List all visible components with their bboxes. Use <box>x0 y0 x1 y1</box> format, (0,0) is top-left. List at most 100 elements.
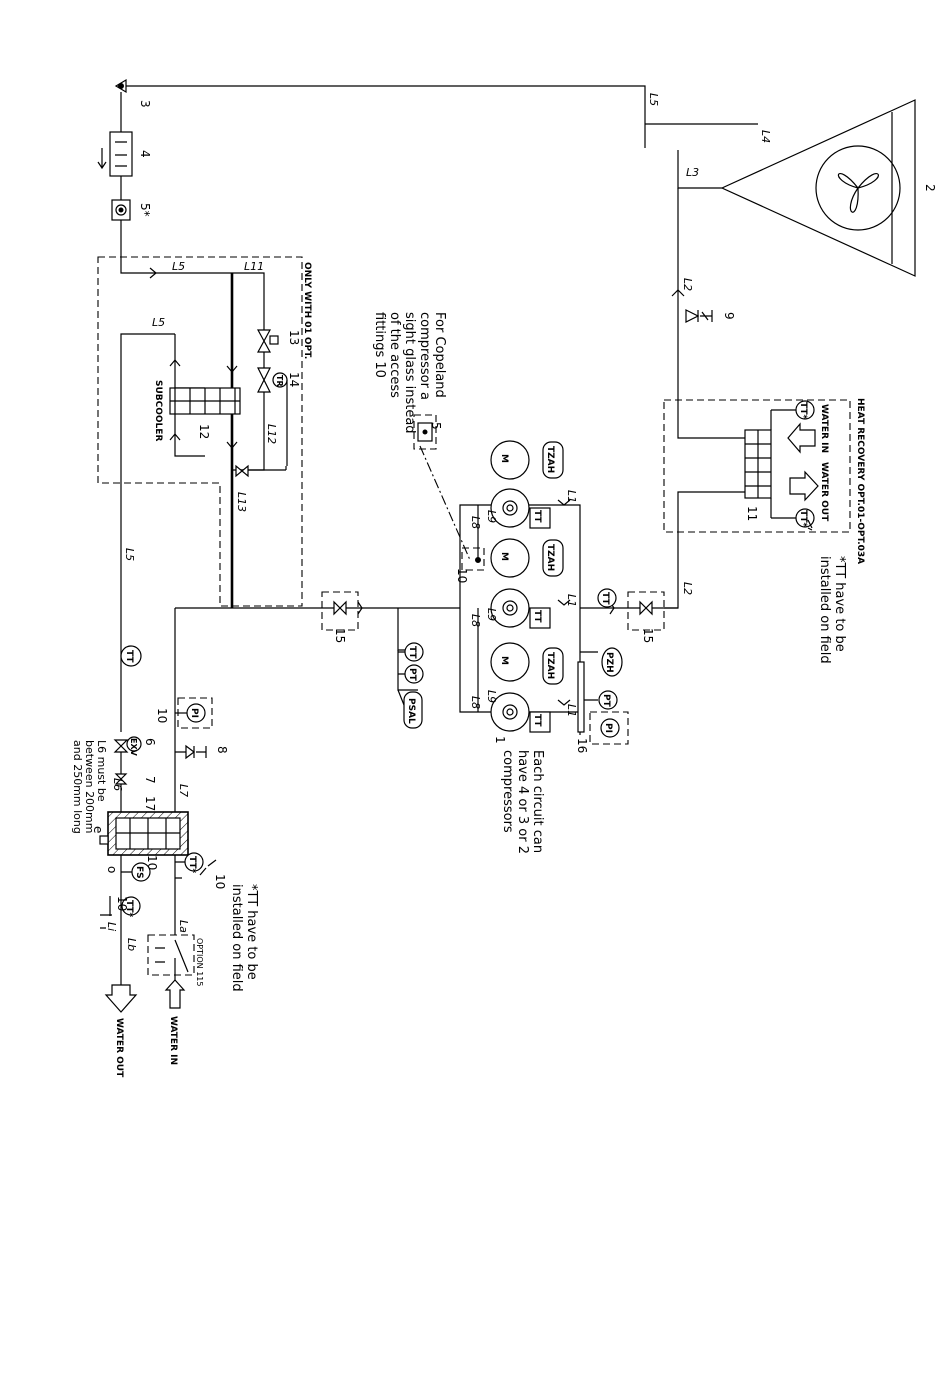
svg-text:compressor a: compressor a <box>417 312 432 400</box>
label-o: o <box>105 866 119 873</box>
tag-m-2: M <box>499 552 509 561</box>
line-l5-left: L5 <box>123 548 136 561</box>
tag-tt-star-in: TT* <box>187 856 197 873</box>
line-l9-a: L9 <box>485 510 498 523</box>
line-l1-b: L1 <box>565 594 578 607</box>
arrow-icon <box>149 267 157 279</box>
pi-right-box <box>589 711 629 745</box>
tag-tt-star-hr-out: TT* <box>798 510 808 527</box>
compressor-3-bottom <box>490 642 564 733</box>
valve-7-icon <box>114 773 128 785</box>
tt-liquid <box>120 645 142 667</box>
tag-pt-suction: PT <box>407 668 417 682</box>
pipe-l2-discharge <box>580 491 745 609</box>
tag-tt-star-hr-in: TT* <box>798 402 808 419</box>
label-10-ttin: 10 <box>213 874 227 889</box>
line-l2-bottom: L2 <box>681 582 694 595</box>
line-l9-c: L9 <box>485 690 498 703</box>
line-l8-a: L8 <box>469 516 482 529</box>
svg-text:L6 must be: L6 must be <box>95 740 108 802</box>
condenser-coil <box>720 99 916 277</box>
line-l8-b: L8 <box>469 614 482 627</box>
label-15-right: 15 <box>641 628 655 643</box>
line-l1-c: L1 <box>565 704 578 717</box>
label-4: 4 <box>138 150 152 158</box>
solenoid-valve-13-icon <box>256 329 272 353</box>
pipe-l11 <box>232 272 265 330</box>
tag-tt-discharge: TT <box>600 592 610 605</box>
relief-valve-9-icon <box>685 309 700 323</box>
valve-l13-icon <box>235 464 249 478</box>
pipe-l2-hr-in <box>677 188 745 439</box>
l6-note: L6 must be between 200mm and 250mm long <box>71 740 108 834</box>
line-l1-a: L1 <box>565 490 578 503</box>
line-l2-top: L2 <box>681 278 694 291</box>
label-12: 12 <box>197 424 211 439</box>
copeland-leader <box>419 445 471 561</box>
tag-tt-c3: TT <box>532 714 542 727</box>
flow-arrow-icon <box>97 148 107 170</box>
tag-tt-suction: TT <box>407 646 417 659</box>
line-l6: L6 <box>111 778 124 791</box>
line-l8-c: L8 <box>469 696 482 709</box>
compressor-1-top <box>490 440 564 529</box>
label-13: 13 <box>287 330 301 345</box>
heat-recovery-box <box>663 399 851 533</box>
label-7: 7 <box>143 776 157 784</box>
tag-tt-liquid: TT <box>124 650 134 663</box>
svg-text:and 250mm long: and 250mm long <box>71 740 84 834</box>
relief-valve-8-icon <box>185 744 195 760</box>
line-l5-inner: L5 <box>152 316 165 329</box>
circuit-note: Each circuit can have 4 or 3 or 2 compre… <box>500 750 545 854</box>
tag-tr: TR <box>275 375 284 387</box>
svg-text:fittings 10: fittings 10 <box>372 312 387 378</box>
subcooler-option-box <box>97 256 303 607</box>
pipe-liquid-3 <box>120 220 232 274</box>
label-11: 11 <box>745 506 759 521</box>
tag-pi-left: PI <box>189 708 199 718</box>
tag-fs: FS <box>134 866 144 879</box>
line-l9-b: L9 <box>485 608 498 621</box>
label-2: 2 <box>923 184 937 192</box>
fan-blades-icon <box>837 173 879 213</box>
svg-text:sight glass instead: sight glass instead <box>402 312 417 434</box>
tag-tzah-1: TZAH <box>545 446 555 473</box>
tag-pzh: PZH <box>604 652 614 673</box>
hr-water-in-label: WATER IN <box>819 404 829 453</box>
svg-text:of the access: of the access <box>387 312 402 398</box>
water-out-arrow <box>104 984 138 1013</box>
psal-switch <box>403 691 423 729</box>
label-6: 6 <box>143 738 157 746</box>
only-with-01-label: ONLY WITH 01 OPT. <box>302 262 312 359</box>
water-in-arrow <box>164 979 186 1009</box>
pipe-l5-left <box>120 333 175 732</box>
label-10-ttout: 10 <box>115 896 129 911</box>
svg-text:installed on field: installed on field <box>817 556 832 664</box>
pt-right <box>598 690 618 710</box>
option-115-box <box>147 934 195 976</box>
line-l3: L3 <box>686 166 699 179</box>
expansion-valve-14-icon <box>257 367 271 393</box>
label-10-pi: 10 <box>155 708 169 723</box>
tag-pt-right: PT <box>601 694 611 708</box>
shutoff-valve-15-right-icon <box>639 600 653 616</box>
option-115-label: OPTION 115 <box>195 938 204 986</box>
label-15-left: 15 <box>333 628 347 643</box>
label-10-fitting: 10 <box>455 568 469 583</box>
svg-text:have 4 or 3 or 2: have 4 or 3 or 2 <box>515 750 530 854</box>
label-10-evap: 10 <box>145 855 159 870</box>
line-l5-sub: L5 <box>172 260 185 273</box>
hr-water-out-label: WATER OUT <box>819 462 829 522</box>
shutoff-valve-15-left-icon <box>333 600 347 616</box>
tt-field-note-top: *TT have to be installed on field <box>817 556 847 664</box>
line-l5-top: L5 <box>647 93 660 106</box>
label-16: 16 <box>575 738 589 753</box>
line-l12: L12 <box>265 424 278 444</box>
line-li: Li <box>105 922 118 931</box>
tag-psal: PSAL <box>406 698 416 724</box>
tag-tt-c1: TT <box>532 510 542 523</box>
water-out-label: WATER OUT <box>114 1018 124 1078</box>
svg-text:installed on field: installed on field <box>229 884 244 992</box>
water-in-label: WATER IN <box>168 1016 178 1065</box>
tt-discharge <box>597 588 617 608</box>
